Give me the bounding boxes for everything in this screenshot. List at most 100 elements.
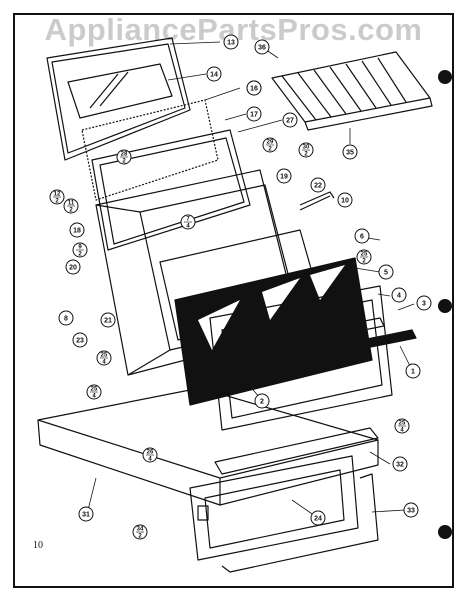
svg-text:2: 2: [304, 152, 308, 158]
svg-text:2: 2: [122, 159, 126, 165]
callout-13: 13: [223, 34, 239, 50]
svg-text:25: 25: [91, 387, 98, 393]
callout-3: 3: [416, 295, 432, 311]
svg-text:6: 6: [360, 234, 364, 241]
svg-text:5: 5: [384, 270, 388, 277]
callout-22: 22: [310, 177, 326, 193]
svg-text:4: 4: [102, 360, 106, 366]
storage-drawer-base: [37, 387, 379, 506]
kick-panel-strip: [214, 427, 379, 475]
callout-1: 1: [405, 363, 421, 379]
oven-rack: [271, 51, 433, 131]
callout-6: 6: [354, 228, 370, 244]
svg-text:7: 7: [186, 217, 190, 223]
fraction-callout-7-4: 74: [180, 214, 196, 230]
callout-4: 4: [391, 287, 407, 303]
inner-door-glass: [174, 257, 373, 406]
svg-text:2: 2: [78, 252, 82, 258]
callout-21: 21: [100, 312, 116, 328]
callout-2: 2: [254, 393, 270, 409]
svg-text:17: 17: [250, 112, 258, 119]
fraction-callout-12-2: 122: [49, 189, 65, 205]
diagram-frame: [13, 13, 454, 588]
svg-text:4: 4: [397, 293, 401, 300]
svg-text:14: 14: [210, 72, 218, 79]
svg-text:10: 10: [341, 198, 349, 205]
callout-35: 35: [342, 144, 358, 160]
registration-dots: [438, 70, 452, 539]
svg-text:2: 2: [69, 208, 73, 214]
fraction-callout-25-4-mid: 254: [96, 350, 112, 366]
svg-text:12: 12: [54, 192, 61, 198]
door-window-glass: [67, 63, 173, 119]
callout-33: 33: [403, 502, 419, 518]
side-trim-strip: [299, 191, 335, 211]
svg-text:4: 4: [92, 394, 96, 400]
svg-text:33: 33: [407, 508, 415, 515]
svg-text:3: 3: [422, 301, 426, 308]
svg-text:25: 25: [361, 252, 368, 258]
drawer-front-panel: [189, 455, 359, 561]
fraction-callout-29-2: 292: [262, 137, 278, 153]
svg-text:2: 2: [138, 534, 142, 540]
svg-text:36: 36: [258, 45, 266, 52]
svg-text:27: 27: [286, 118, 294, 125]
svg-text:1: 1: [411, 369, 415, 376]
svg-text:30: 30: [303, 145, 310, 151]
fraction-callout-26-4: 264: [142, 447, 158, 463]
svg-text:20: 20: [69, 265, 77, 272]
svg-text:28: 28: [121, 152, 128, 158]
callout-31: 31: [78, 506, 94, 522]
door-insulation: [81, 99, 219, 201]
callout-36: 36: [254, 39, 270, 55]
svg-text:26: 26: [147, 450, 154, 456]
callout-27: 27: [282, 112, 298, 128]
svg-text:31: 31: [82, 512, 90, 519]
svg-text:4: 4: [400, 428, 404, 434]
fraction-callout-25-2-right: 252: [356, 249, 372, 265]
svg-text:18: 18: [73, 228, 81, 235]
fraction-callout-25-4-base: 254: [394, 418, 410, 434]
fraction-callout-group: 252 254 254 254 252 264 342 74 92 112 12…: [49, 137, 410, 540]
svg-text:34: 34: [137, 527, 144, 533]
svg-text:9: 9: [78, 245, 82, 251]
callout-18: 18: [69, 222, 85, 238]
callout-10: 10: [337, 192, 353, 208]
svg-text:4: 4: [148, 457, 152, 463]
svg-text:2: 2: [260, 399, 264, 406]
callout-8: 8: [58, 310, 74, 326]
svg-text:25: 25: [399, 421, 406, 427]
callout-group: 1 2 3 4 5 6 8 10 13 14 15 16 17 18 19 20…: [58, 34, 432, 526]
svg-text:25: 25: [101, 353, 108, 359]
svg-text:29: 29: [267, 140, 274, 146]
fraction-callout-11-2: 112: [63, 198, 79, 214]
callout-23: 23: [72, 332, 88, 348]
fraction-callout-28-2: 282: [116, 149, 132, 165]
door-handle-trim: [239, 317, 417, 367]
svg-text:23: 23: [76, 338, 84, 345]
fraction-callout-9-2: 92: [72, 242, 88, 258]
callout-19: 19: [276, 168, 292, 184]
callout-32: 32: [392, 456, 408, 472]
callout-5: 5: [378, 264, 394, 280]
svg-text:16: 16: [250, 86, 258, 93]
outer-door-panel: [46, 37, 191, 161]
fraction-callout-30-2: 302: [298, 142, 314, 158]
fraction-callout-25-4-lower: 254: [86, 384, 102, 400]
svg-text:24: 24: [314, 516, 322, 523]
svg-text:11: 11: [68, 201, 75, 207]
callout-16: 16: [246, 80, 262, 96]
callout-24: 24: [310, 510, 326, 526]
svg-text:8: 8: [64, 316, 68, 323]
svg-text:21: 21: [104, 318, 112, 325]
svg-text:13: 13: [227, 40, 235, 47]
svg-text:2: 2: [268, 147, 272, 153]
svg-text:32: 32: [396, 462, 404, 469]
svg-text:35: 35: [346, 150, 354, 157]
page-number: 10: [33, 540, 43, 551]
callout-leader-lines: [87, 41, 415, 519]
svg-text:19: 19: [280, 174, 288, 181]
callout-20: 20: [65, 259, 81, 275]
fraction-callout-34-2: 342: [132, 524, 148, 540]
